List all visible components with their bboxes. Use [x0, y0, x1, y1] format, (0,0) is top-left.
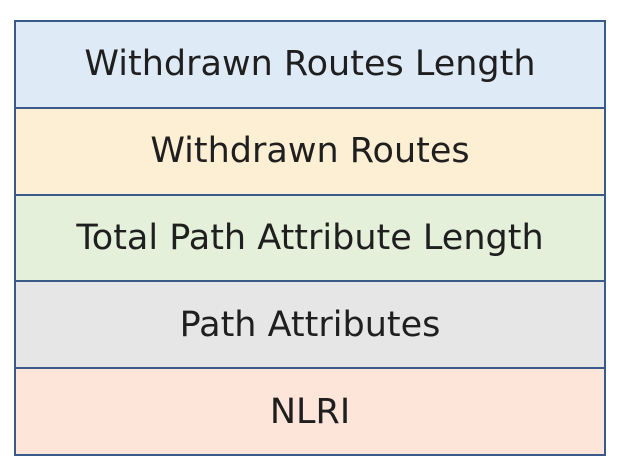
field-total-path-attribute-length: Total Path Attribute Length	[16, 195, 604, 283]
field-withdrawn-routes-length: Withdrawn Routes Length	[16, 22, 604, 109]
field-withdrawn-routes: Withdrawn Routes	[16, 108, 604, 196]
field-path-attributes: Path Attributes	[16, 282, 604, 370]
bgp-update-message-diagram: Withdrawn Routes Length Withdrawn Routes…	[14, 20, 606, 456]
field-nlri: NLRI	[16, 369, 604, 454]
